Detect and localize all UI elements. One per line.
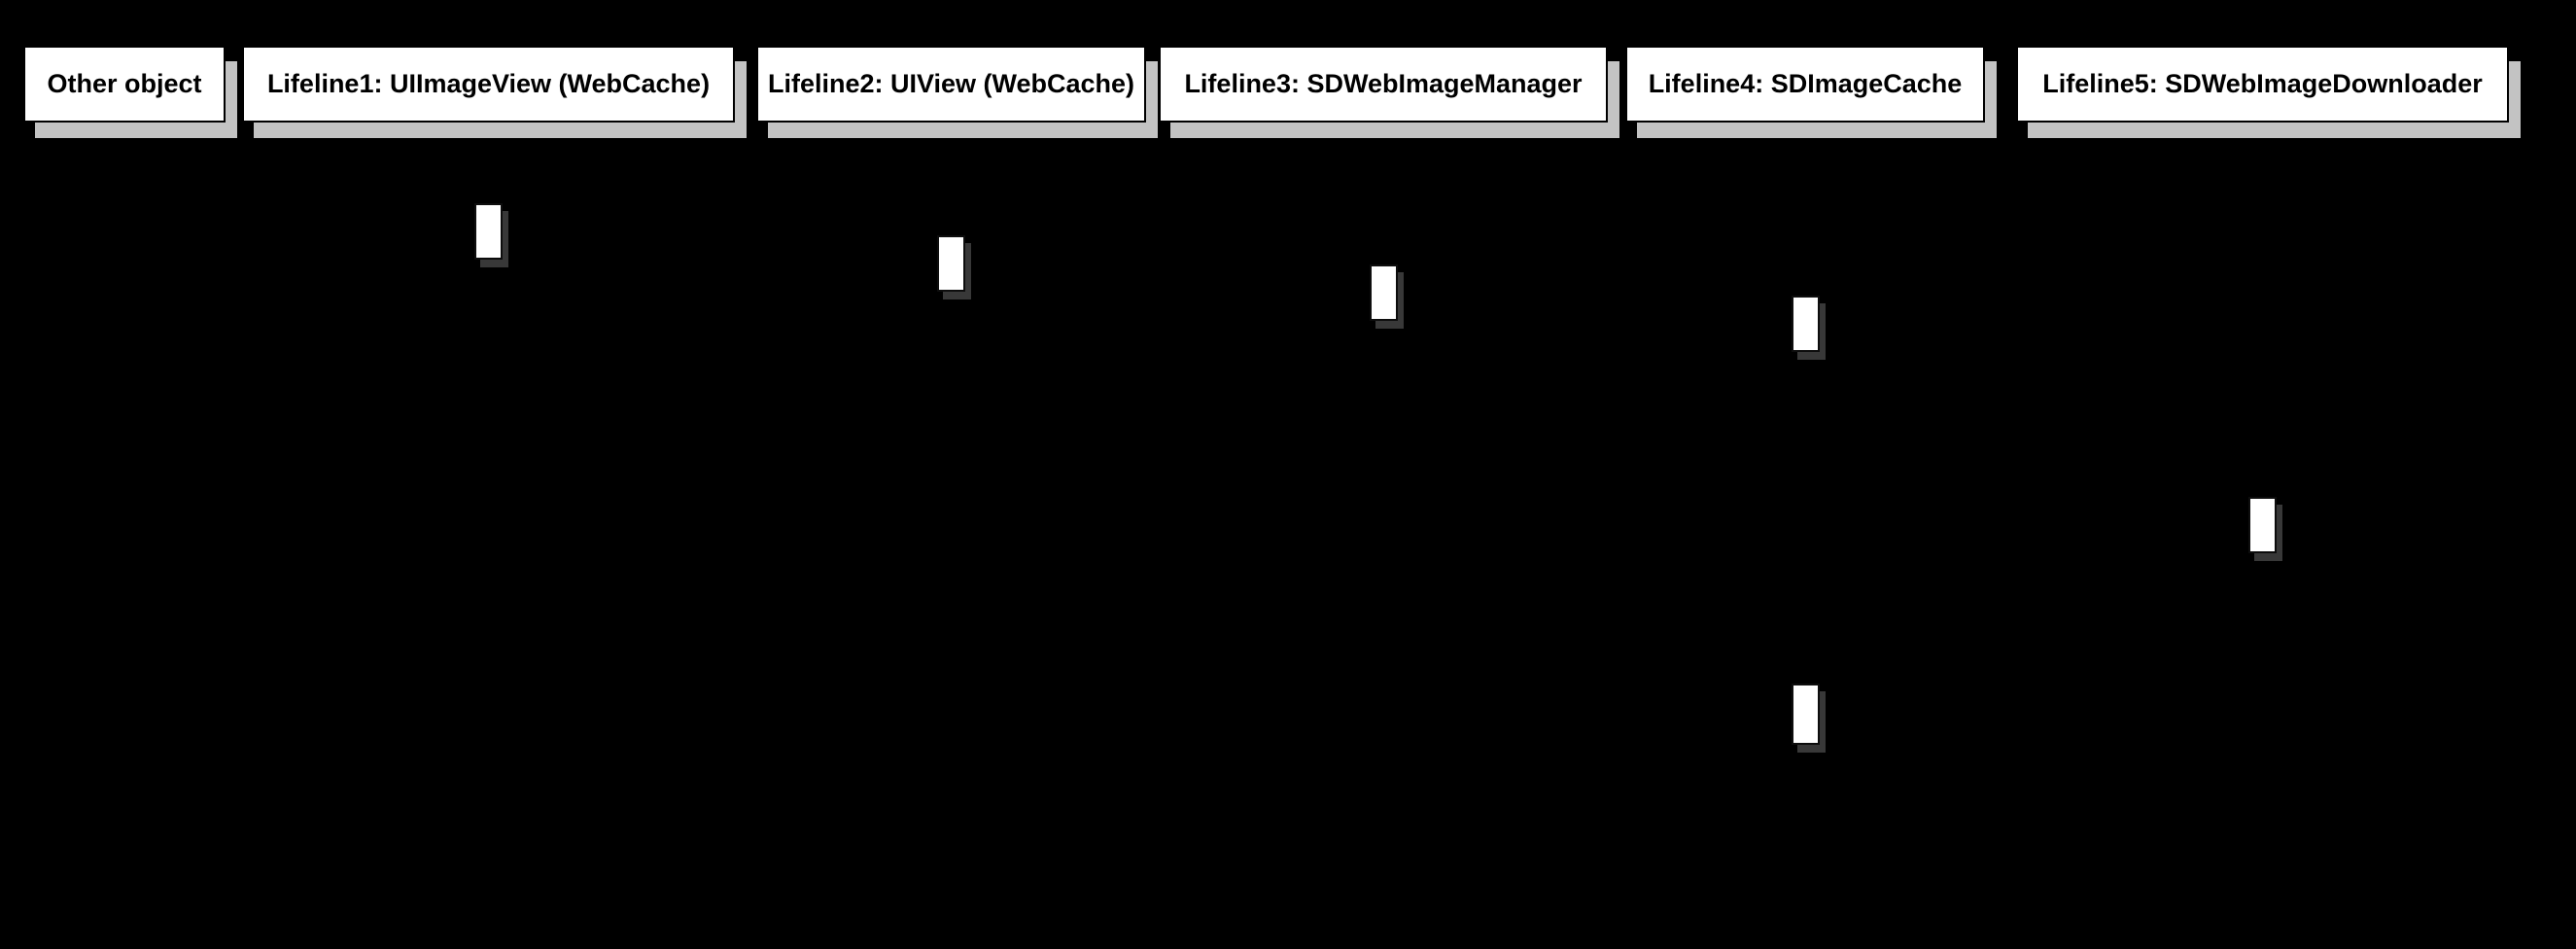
participant-header-4: Lifeline3: SDWebImageManager — [1159, 46, 1608, 123]
participant-label: Lifeline1: UIImageView (WebCache) — [266, 69, 711, 98]
participant-header-3: Lifeline2: UIView (WebCache) — [756, 46, 1146, 123]
participant-label: Other object — [47, 69, 202, 98]
participant-label: Lifeline5: SDWebImageDownloader — [2042, 69, 2483, 98]
activation-bar-6 — [1791, 684, 1820, 745]
participant-header-1: Other object — [23, 46, 226, 123]
activation-bar-1 — [474, 203, 503, 260]
activation-bar-5 — [2248, 497, 2277, 553]
activation-bar-3 — [1369, 264, 1398, 321]
participant-header-5: Lifeline4: SDImageCache — [1625, 46, 1985, 123]
lifeline-dashed-line-5 — [1803, 123, 1807, 910]
activation-bar-2 — [937, 235, 965, 292]
participant-label: Lifeline2: UIView (WebCache) — [767, 69, 1135, 98]
participant-label: Lifeline4: SDImageCache — [1648, 69, 1963, 98]
lifeline-dashed-line-2 — [487, 123, 490, 910]
lifeline-dashed-line-3 — [950, 123, 953, 910]
activation-bar-4 — [1791, 296, 1820, 352]
participant-header-2: Lifeline1: UIImageView (WebCache) — [242, 46, 735, 123]
participant-header-6: Lifeline5: SDWebImageDownloader — [2016, 46, 2509, 123]
lifeline-dashed-line-1 — [122, 123, 126, 910]
participant-label: Lifeline3: SDWebImageManager — [1184, 69, 1583, 98]
lifeline-dashed-line-4 — [1381, 123, 1385, 910]
